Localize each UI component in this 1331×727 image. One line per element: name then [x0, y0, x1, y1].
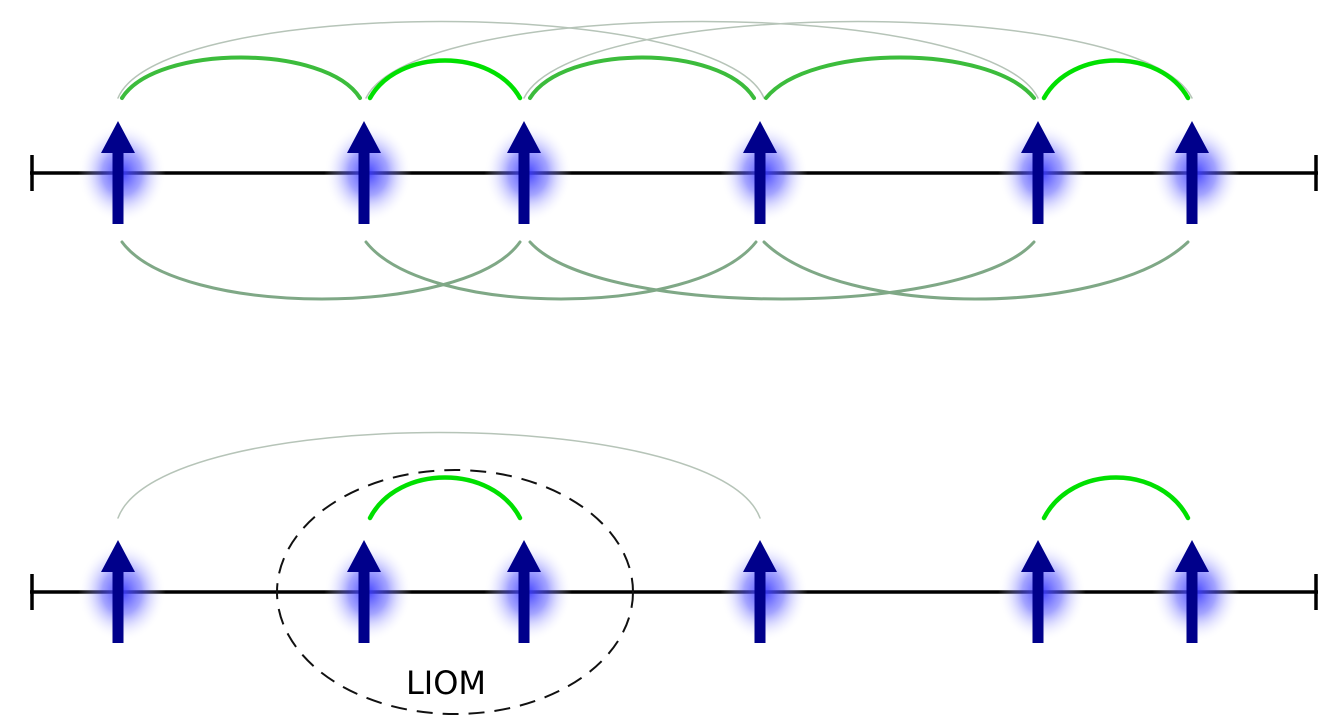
spin-site	[324, 121, 412, 224]
spin-site	[484, 121, 572, 224]
spin-arrow-head	[1021, 540, 1055, 572]
spin-site	[484, 540, 572, 643]
up-arrow-icon	[1021, 121, 1055, 224]
spin-arrow-shaft	[358, 570, 370, 643]
coupling-arc-lower	[528, 240, 1036, 301]
spin-arrow-head	[347, 540, 381, 572]
spin-site	[1152, 540, 1240, 643]
top-couplings-below	[120, 240, 1190, 301]
up-arrow-icon	[1021, 540, 1055, 643]
spin-arrow-shaft	[518, 151, 530, 224]
bottom-couplings-above	[117, 431, 1191, 521]
top-spins	[78, 121, 1240, 224]
spin-site	[998, 121, 1086, 224]
spin-arrow-head	[1175, 540, 1209, 572]
spin-arrow-shaft	[112, 151, 124, 224]
coupling-arc-weak	[117, 431, 761, 519]
spin-site	[998, 540, 1086, 643]
spin-arrow-shaft	[358, 151, 370, 224]
spin-arrow-shaft	[1186, 570, 1198, 643]
coupling-arc-lower	[120, 240, 522, 301]
up-arrow-icon	[347, 540, 381, 643]
spin-arrow-shaft	[754, 570, 766, 643]
bottom-spins	[78, 540, 1240, 643]
up-arrow-icon	[347, 121, 381, 224]
spin-arrow-shaft	[1032, 570, 1044, 643]
spin-arrow-shaft	[1032, 151, 1044, 224]
spin-arrow-head	[101, 540, 135, 572]
liom-label: LIOM	[406, 664, 486, 702]
coupling-arc-strong	[1041, 475, 1191, 521]
spin-site	[78, 121, 166, 224]
spin-arrow-head	[347, 121, 381, 153]
coupling-arc-medium	[528, 55, 756, 100]
spin-site	[324, 540, 412, 643]
spin-arrow-shaft	[754, 151, 766, 224]
liom-outline	[276, 469, 634, 715]
top-panel	[30, 20, 1318, 301]
up-arrow-icon	[507, 121, 541, 224]
spin-arrow-head	[507, 121, 541, 153]
top-chain-axis	[30, 155, 1318, 191]
coupling-arc-strong	[367, 58, 523, 101]
spin-site	[78, 540, 166, 643]
up-arrow-icon	[1175, 121, 1209, 224]
spin-site	[720, 121, 808, 224]
coupling-arc-weak	[365, 20, 1039, 99]
coupling-arc-lower	[364, 240, 758, 301]
bottom-chain-axis	[30, 574, 1318, 610]
coupling-arc-medium	[120, 55, 362, 100]
up-arrow-icon	[507, 540, 541, 643]
spin-arrow-head	[743, 540, 777, 572]
spin-arrow-head	[1175, 121, 1209, 153]
spin-site	[720, 540, 808, 643]
coupling-arc-lower	[762, 240, 1190, 301]
spin-arrow-head	[101, 121, 135, 153]
up-arrow-icon	[743, 540, 777, 643]
top-couplings-above	[117, 20, 1193, 101]
up-arrow-icon	[101, 540, 135, 643]
spin-arrow-head	[1021, 121, 1055, 153]
coupling-arc-weak	[523, 20, 1193, 99]
spin-arrow-shaft	[1186, 151, 1198, 224]
coupling-arc-weak	[117, 20, 765, 99]
up-arrow-icon	[101, 121, 135, 224]
spin-arrow-head	[507, 540, 541, 572]
coupling-arc-strong	[367, 475, 523, 521]
spin-arrow-shaft	[112, 570, 124, 643]
up-arrow-icon	[743, 121, 777, 224]
spin-arrow-head	[743, 121, 777, 153]
coupling-arc-medium	[764, 55, 1036, 100]
spin-arrow-shaft	[518, 570, 530, 643]
coupling-arc-strong	[1041, 58, 1191, 101]
spin-site	[1152, 121, 1240, 224]
bottom-panel: LIOM	[30, 431, 1318, 715]
up-arrow-icon	[1175, 540, 1209, 643]
